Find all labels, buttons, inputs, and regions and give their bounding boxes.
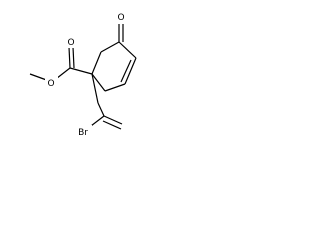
bond-ring-c4-c5 [124, 57, 137, 85]
bond-ring-c4-c5-double [120, 59, 132, 83]
bond-cbr-ch2-terminal-double [102, 120, 122, 130]
ester-carbonyl-oxygen-label: O [67, 38, 74, 48]
bond-c1-ch2 [91, 73, 99, 104]
bond-ring-c2-c3 [100, 41, 120, 53]
bond-ester-co [68, 46, 71, 69]
bond-ring-c1-c2 [91, 51, 102, 75]
bond-ring-c6-c1 [91, 73, 106, 92]
bond-ring-c5-c6 [104, 83, 126, 92]
ester-ether-oxygen-label: O [47, 79, 54, 89]
bond-ester-co-double [72, 46, 75, 69]
molecule-structure: O O O Br [29, 10, 137, 138]
bond-ch2-cbr [97, 102, 105, 117]
bond-ring-c3-c4 [118, 41, 137, 59]
bromine-label: Br [78, 128, 88, 138]
bond-cbr-ch2-terminal [103, 115, 123, 125]
ketone-oxygen-label: O [117, 13, 124, 23]
bond-c1-ester-carbon [69, 67, 93, 75]
